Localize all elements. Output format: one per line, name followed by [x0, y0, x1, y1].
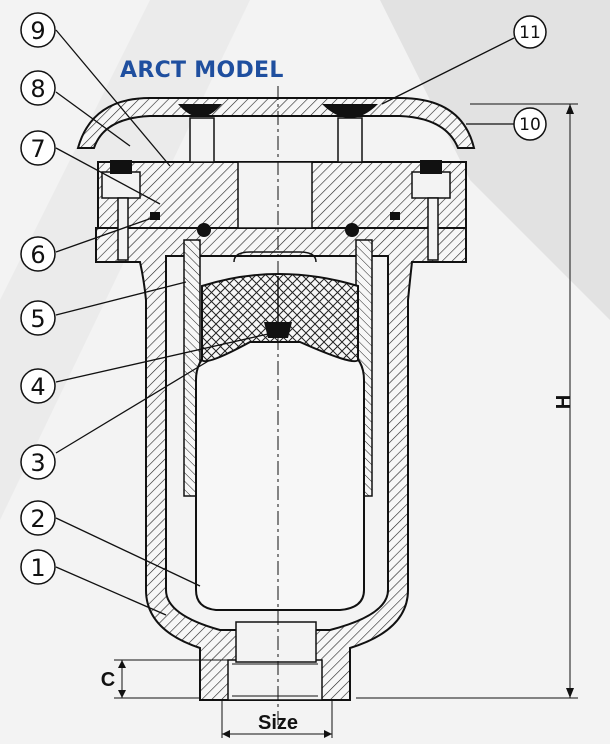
model-title: ARCT MODEL [120, 58, 284, 83]
callout-8: 8 [20, 70, 56, 106]
callout-5: 5 [20, 300, 56, 336]
svg-text:6: 6 [30, 241, 45, 269]
callout-leaders [55, 29, 515, 616]
gasket-right [390, 212, 400, 220]
svg-text:1: 1 [30, 554, 45, 582]
dimension-h-label: H [553, 395, 575, 409]
svg-text:3: 3 [30, 449, 45, 477]
dimension-size [221, 700, 333, 738]
callout-9: 9 [20, 12, 56, 48]
svg-text:5: 5 [30, 305, 45, 333]
svg-text:8: 8 [30, 75, 45, 103]
callout-3: 3 [20, 444, 56, 480]
svg-text:11: 11 [519, 23, 541, 43]
svg-text:9: 9 [30, 17, 45, 45]
callout-10: 10 [513, 107, 547, 141]
callout-2: 2 [20, 500, 56, 536]
svg-text:10: 10 [519, 115, 541, 135]
callout-1: 1 [20, 549, 56, 585]
dimension-h [356, 103, 578, 699]
callout-11: 11 [513, 15, 547, 49]
callout-markers: 1 2 3 4 5 6 7 8 9 10 11 [20, 12, 547, 585]
callout-6: 6 [20, 236, 56, 272]
dimension-c-label: C [101, 669, 115, 691]
valve-body [95, 227, 467, 701]
callout-4: 4 [20, 368, 56, 404]
top-cover [97, 160, 467, 261]
dimension-c [114, 659, 228, 699]
callout-7: 7 [20, 130, 56, 166]
dimension-size-label: Size [258, 712, 298, 734]
svg-text:4: 4 [30, 373, 45, 401]
svg-text:2: 2 [30, 505, 45, 533]
svg-text:7: 7 [30, 135, 45, 163]
hood [76, 97, 476, 163]
o-ring-right [345, 223, 359, 237]
o-ring-left [197, 223, 211, 237]
gasket-left [150, 212, 160, 220]
